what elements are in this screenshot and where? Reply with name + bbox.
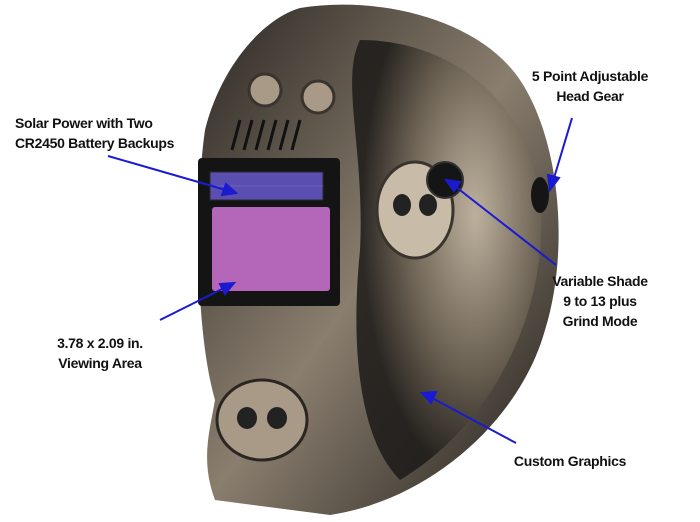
- callout-text: 3.78 x 2.09 in.: [57, 335, 143, 351]
- callout-text: Grind Mode: [562, 313, 638, 329]
- callout-viewing-area: 3.78 x 2.09 in. Viewing Area: [40, 333, 160, 373]
- callout-text: Head Gear: [556, 88, 624, 104]
- callout-custom-graphics: Custom Graphics: [500, 451, 640, 471]
- callout-variable-shade: Variable Shade 9 to 13 plus Grind Mode: [540, 271, 660, 331]
- chin-skull-graphic: [215, 378, 309, 462]
- callout-text: Variable Shade: [552, 273, 648, 289]
- callout-text: CR2450 Battery Backups: [15, 135, 175, 151]
- callout-text: 9 to 13 plus: [563, 293, 637, 309]
- headgear-knob: [531, 177, 549, 213]
- callout-solar-power: Solar Power with Two CR2450 Battery Back…: [15, 113, 174, 153]
- callout-head-gear: 5 Point Adjustable Head Gear: [520, 66, 660, 106]
- callout-text: Solar Power with Two: [15, 115, 153, 131]
- vent-grille: [230, 119, 302, 151]
- callout-text: Custom Graphics: [513, 453, 627, 469]
- callout-text: 5 Point Adjustable: [531, 68, 649, 84]
- auto-darkening-lens: [212, 207, 330, 291]
- helmet-side-graphics: [352, 40, 542, 480]
- callout-text: Viewing Area: [58, 355, 142, 371]
- callout-arrows: [107, 117, 573, 444]
- bolt-ornaments: [247, 72, 336, 115]
